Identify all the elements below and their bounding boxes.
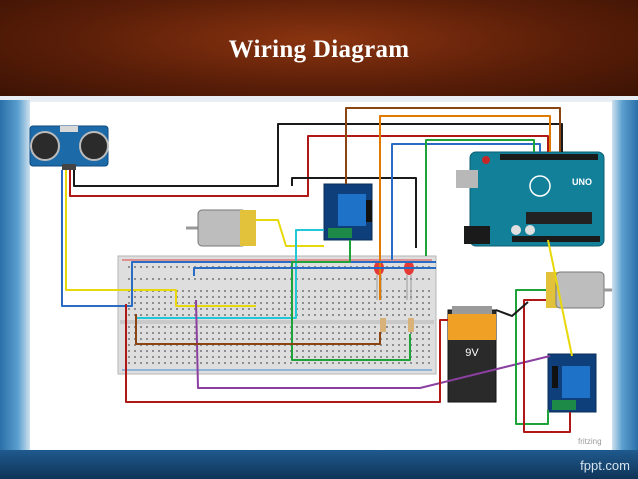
resistor-2 — [408, 318, 414, 332]
wire-blue-relay — [391, 143, 541, 260]
wire-green-relay1 — [291, 240, 411, 361]
slide-title: Wiring Diagram — [228, 36, 410, 63]
wire-orange — [379, 115, 551, 300]
wires — [61, 107, 573, 433]
right-decoration — [612, 100, 638, 450]
left-decoration — [0, 100, 30, 450]
arduino-uno-board: UNO — [456, 151, 605, 247]
wire-green — [425, 139, 535, 256]
wire-black-battery — [495, 301, 529, 317]
slide-header — [0, 0, 638, 100]
ultrasonic-sensor — [29, 125, 109, 170]
arduino-brand-label: UNO — [572, 177, 592, 187]
wire-yellow-sensor — [65, 170, 256, 307]
wire-red-motor2 — [523, 299, 571, 433]
dc-motor-1 — [186, 209, 256, 247]
fritzing-credit: fritzing — [578, 437, 602, 446]
wire-yellow-relay2 — [547, 239, 573, 357]
wire-blue-sensor — [61, 170, 436, 307]
battery-label: 9V — [465, 347, 479, 359]
relay-module-1 — [323, 183, 373, 241]
led-red-2 — [404, 261, 414, 300]
wire-red-sensor — [69, 135, 549, 197]
footer-watermark: fppt.com — [580, 458, 630, 473]
relay-module-2 — [547, 353, 597, 413]
wire-black-sensor — [73, 123, 563, 187]
wire-cyan — [136, 229, 324, 319]
header-divider — [0, 96, 638, 102]
wire-yellow-motor1 — [256, 219, 324, 247]
wire-brown-bb — [135, 314, 381, 345]
wire-green-motor2 — [515, 289, 549, 425]
wire-blue-ard — [193, 267, 436, 276]
footer-band — [0, 450, 638, 479]
dc-motor-2 — [546, 271, 612, 309]
wire-black-relay1 — [291, 177, 417, 248]
wire-red-battery — [125, 304, 448, 403]
breadboard — [117, 255, 437, 375]
battery-9v: 9V — [447, 306, 497, 403]
resistor-1 — [380, 318, 386, 332]
wire-brown — [345, 107, 561, 184]
